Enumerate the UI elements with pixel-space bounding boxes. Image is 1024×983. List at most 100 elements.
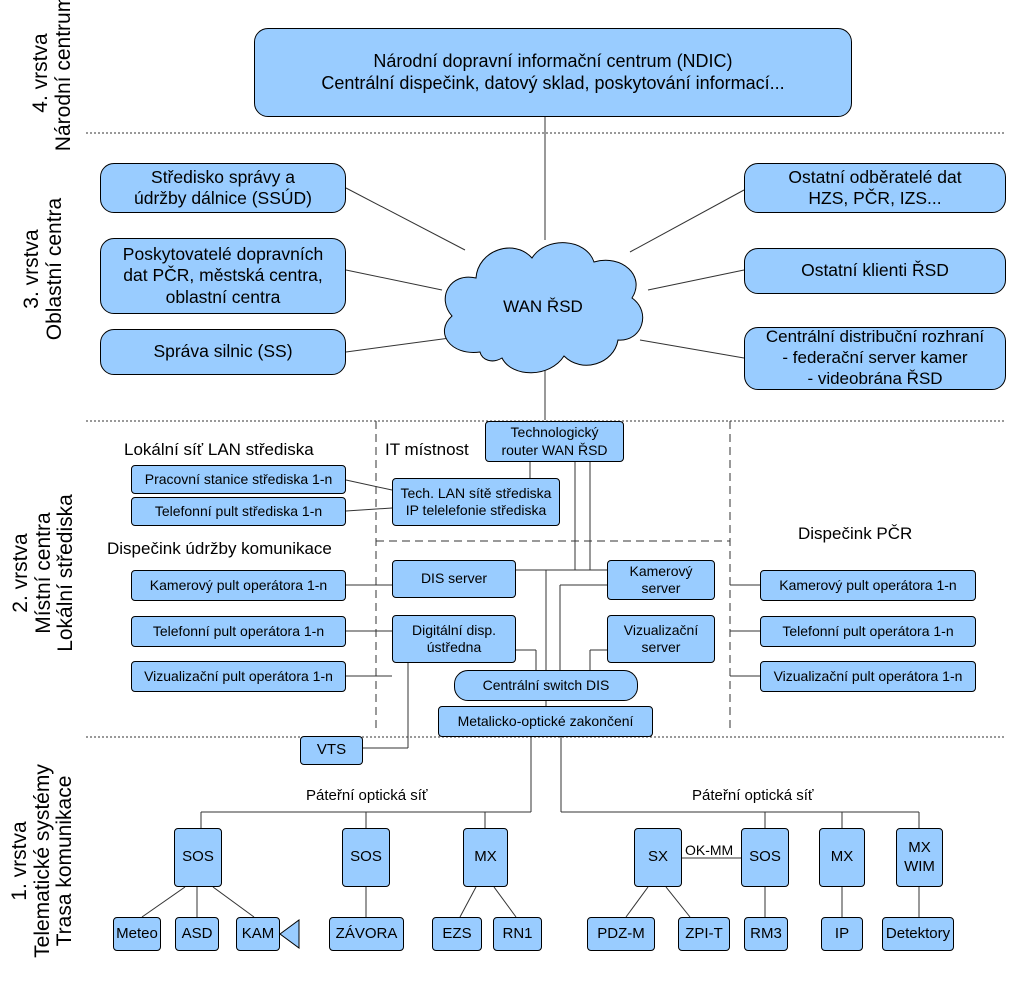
wire-sx-pdzm xyxy=(625,886,649,918)
rm3-label: RM3 xyxy=(750,924,782,942)
layer1-subtitle2: Trasa komunikace xyxy=(53,775,77,947)
mx1-box: MX xyxy=(463,828,508,887)
asd-box: ASD xyxy=(175,917,219,951)
mxwim-line1: MX xyxy=(908,839,931,857)
ok-mm-label: OK-MM xyxy=(685,842,734,858)
layer2-label: 2. vrstva Místní centra Lokální středisk… xyxy=(9,443,84,703)
cam-server-line1: Kamerový xyxy=(629,562,693,579)
switch-box: Centrální switch DIS xyxy=(454,670,638,701)
mx1-label: MX xyxy=(474,848,497,866)
layer1-subtitle1: Telematické systémy xyxy=(30,764,54,958)
wire-phone-techlan xyxy=(345,507,393,512)
rm3-box: RM3 xyxy=(744,917,788,951)
router-line2: router WAN ŘSD xyxy=(501,441,608,458)
asd-label: ASD xyxy=(181,924,213,942)
clients-label: Ostatní klienti ŘSD xyxy=(801,260,949,281)
wire-mx1-rn1 xyxy=(493,886,517,918)
tech-lan-line2: IP telelefonie střediska xyxy=(405,502,547,518)
router-line1: Technologický xyxy=(510,424,599,441)
vis-server-box: Vizualizační server xyxy=(607,615,715,663)
layer3-subtitle: Oblastní centra xyxy=(42,197,66,341)
layer4-title: 4. vrstva xyxy=(29,33,52,113)
wire-providers-wan xyxy=(345,269,443,291)
cam-op-box: Kamerový pult operátora 1-n xyxy=(131,570,346,601)
disp-pcr-heading: Dispečink PČR xyxy=(798,524,913,543)
digital-line1: Digitální disp. xyxy=(411,621,497,638)
ndic-line1: Národní dopravní informační centrum (NDI… xyxy=(373,50,733,71)
lan-heading: Lokální síť LAN střediska xyxy=(124,440,314,459)
ssud-line2: údržby dálnice (SSÚD) xyxy=(134,188,312,208)
layer2-subtitle1: Místní centra xyxy=(31,512,55,634)
wan-label: WAN ŘSD xyxy=(503,297,583,316)
ip-label: IP xyxy=(834,924,850,942)
sos3-label: SOS xyxy=(749,848,781,866)
layer1-label: 1. vrstva Telematické systémy Trasa komu… xyxy=(8,731,83,983)
sos2-box: SOS xyxy=(342,828,390,887)
wire-sx-zpit xyxy=(665,886,691,918)
providers-line2: dat PČR, městská centra, xyxy=(123,265,323,286)
metal-box: Metalicko-optické zakončení xyxy=(438,706,653,737)
zavora-box: ZÁVORA xyxy=(329,917,404,951)
cam-server-line2: server xyxy=(641,580,681,596)
pcr-phone-label: Telefonní pult operátora 1-n xyxy=(782,622,954,639)
cam-op-label: Kamerový pult operátora 1-n xyxy=(149,576,328,593)
vis-server-line1: Vizualizační xyxy=(623,621,699,638)
wire-clients-wan xyxy=(647,269,745,291)
vis-server-line2: server xyxy=(641,639,681,655)
consumers-box: Ostatní odběratelé dat HZS, PČR, IZS... xyxy=(744,163,1006,213)
router-box: Technologický router WAN ŘSD xyxy=(485,421,624,462)
central-dist-line3: - videobrána ŘSD xyxy=(807,368,943,388)
phone-center-box: Telefonní pult střediska 1-n xyxy=(131,497,346,526)
layer2-title: 2. vrstva xyxy=(9,533,32,613)
pdzm-label: PDZ-M xyxy=(597,924,645,942)
workstation-label: Pracovní stanice střediska 1-n xyxy=(144,470,333,487)
meteo-box: Meteo xyxy=(113,917,161,951)
kam-label: KAM xyxy=(241,924,275,942)
sos2-label: SOS xyxy=(350,848,382,866)
layer3-title: 3. vrstva xyxy=(20,229,43,309)
central-dist-line2: - federační server kamer xyxy=(782,348,968,368)
mxwim-line2: WIM xyxy=(904,857,935,875)
layer4-label: 4. vrstva Národní centrum xyxy=(29,0,78,153)
vts-label: VTS xyxy=(316,741,347,759)
central-dist-box: Centrální distribuční rozhraní - federač… xyxy=(744,327,1006,390)
ndic-line2: Centrální dispečink, datový sklad, posky… xyxy=(321,72,785,93)
ss-box: Správa silnic (SS) xyxy=(100,329,346,375)
consumers-line1: Ostatní odběratelé dat xyxy=(788,166,962,187)
sos3-box: SOS xyxy=(741,828,789,887)
wire-sos1-kam xyxy=(212,886,255,918)
ezs-box: EZS xyxy=(432,917,482,951)
sx-box: SX xyxy=(634,828,682,887)
detektory-label: Detektory xyxy=(885,924,951,942)
kam-box: KAM xyxy=(236,917,280,951)
layer2-subtitle2: Lokální střediska xyxy=(54,494,78,652)
pcr-vis-box: Vizualizační pult operátora 1-n xyxy=(760,661,976,692)
phone-op-box: Telefonní pult operátora 1-n xyxy=(131,616,346,647)
workstation-box: Pracovní stanice střediska 1-n xyxy=(131,465,346,494)
zpit-label: ZPI-T xyxy=(685,924,723,942)
clients-box: Ostatní klienti ŘSD xyxy=(744,248,1006,294)
wire-mx1-ezs xyxy=(459,886,477,918)
rn1-label: RN1 xyxy=(502,924,533,942)
zpit-box: ZPI-T xyxy=(678,917,730,951)
switch-label: Centrální switch DIS xyxy=(482,676,610,693)
providers-line3: oblastní centra xyxy=(165,286,281,307)
pcr-cam-box: Kamerový pult operátora 1-n xyxy=(760,570,976,601)
wire-central-wan xyxy=(639,339,745,359)
sos1-label: SOS xyxy=(182,848,214,866)
providers-line1: Poskytovatelé dopravních xyxy=(122,243,324,264)
tech-lan-box: Tech. LAN sítě střediska IP telelefonie … xyxy=(392,478,560,526)
vis-op-label: Vizualizační pult operátora 1-n xyxy=(144,667,333,684)
dis-server-label: DIS server xyxy=(420,570,488,587)
layer3-label: 3. vrstva Oblastní centra xyxy=(20,169,69,369)
layer1-title: 1. vrstva xyxy=(8,821,31,901)
wire-ws-techlan xyxy=(345,479,393,491)
metal-label: Metalicko-optické zakončení xyxy=(457,712,634,729)
consumers-line2: HZS, PČR, IZS... xyxy=(808,188,942,208)
mx2-box: MX xyxy=(819,828,865,887)
central-dist-line1: Centrální distribuční rozhraní xyxy=(765,327,985,347)
wire-ss-wan xyxy=(345,337,451,353)
mx2-label: MX xyxy=(830,848,854,866)
wire-consumers-wan xyxy=(629,189,745,253)
